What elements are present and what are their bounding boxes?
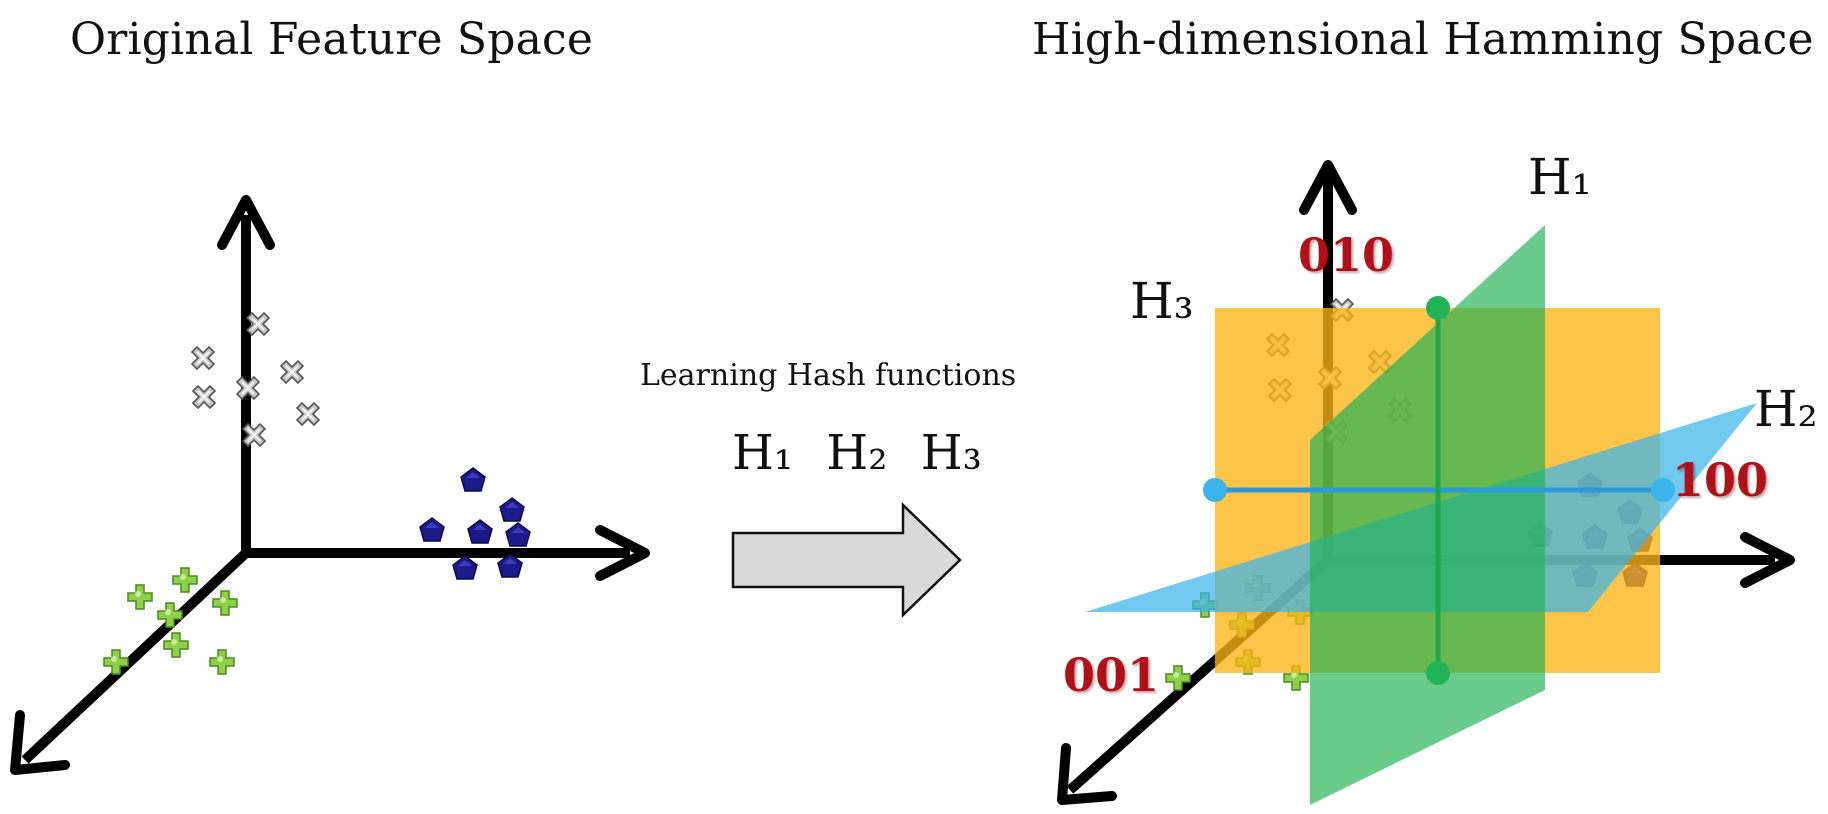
plane-h2-label: H₂ [1754,380,1818,438]
intersection-dot [1426,296,1450,320]
transform-arrow [731,502,962,618]
hash-function-h3: H₃ [920,425,982,481]
plane-h1-label: H₁ [1528,148,1592,206]
intersection-dot [1203,478,1227,502]
right-x-axis-arrowhead [1740,532,1795,588]
code-001: 001 [1063,648,1160,702]
intersection-dot [1426,661,1450,685]
pentagon-marker [419,517,445,542]
pentagon-marker [467,519,493,544]
hash-function-h2: H₂ [826,425,888,481]
learning-hash-caption: Learning Hash functions [640,358,1017,393]
hash-function-h1: H₁ [732,425,794,481]
cross-marker [296,402,320,426]
pentagon-marker [460,467,486,492]
intersection-dot [1651,478,1675,502]
plus-marker [157,602,183,628]
left-x-axis-arrowhead [595,525,650,581]
plus-marker [127,584,153,610]
left-pentagon-cluster [419,467,531,580]
plus-marker [212,590,238,616]
right-panel-title: High-dimensional Hamming Space [1032,14,1814,65]
left-y-axis-arrowhead [217,195,275,250]
plane-h1 [1310,225,1545,805]
code-010: 010 [1298,228,1395,282]
pentagon-marker [452,555,478,580]
left-cross-cluster [191,312,320,447]
hash-function-list: H₁ H₂ H₃ [732,425,1000,481]
pentagon-marker [505,522,531,547]
code-100: 100 [1672,453,1769,507]
left-axes [10,195,650,775]
cross-marker [192,385,216,409]
left-panel-title: Original Feature Space [70,14,594,65]
plus-marker [172,567,198,593]
left-z-axis [21,549,250,764]
plus-marker [209,649,235,675]
cross-marker [280,360,304,384]
left-z-axis-arrowhead [10,710,70,775]
pentagon-marker [499,497,525,522]
plus-marker [163,632,189,658]
cross-marker [191,346,215,370]
plane-h3-label: H₃ [1130,272,1194,330]
right-z-axis-arrowhead [1057,743,1117,805]
right-y-axis-arrowhead [1299,160,1357,215]
